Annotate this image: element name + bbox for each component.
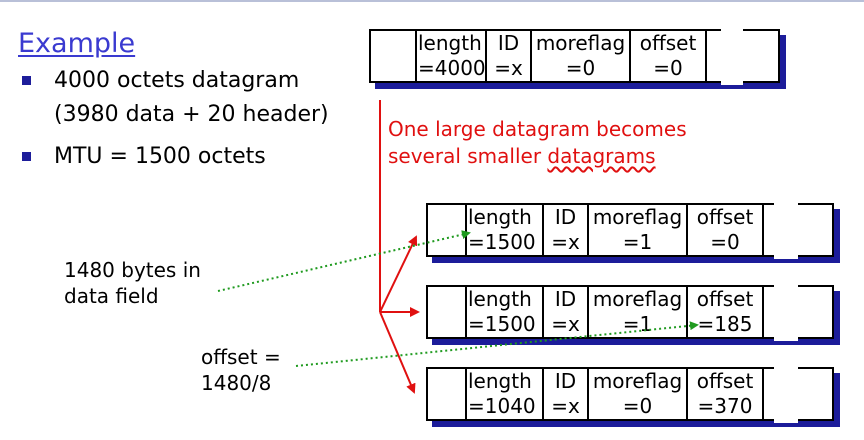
bullet-line: 4000 octets datagram <box>54 68 300 93</box>
field-label: moreflag <box>592 205 683 229</box>
bullet-line: (3980 data + 20 header) <box>54 102 329 127</box>
data-field-note: 1480 bytes in data field <box>64 257 201 309</box>
fragmentation-note-line2: several smaller datagrams <box>388 143 687 170</box>
data-field-note-line2: data field <box>64 284 159 308</box>
datagram-box: length=1500 ID=x moreflag=1 offset=185 <box>426 285 834 339</box>
bullet-marker <box>22 152 31 161</box>
box-gap <box>721 27 743 85</box>
field-label: moreflag <box>535 31 626 55</box>
field-label: ID <box>554 369 577 393</box>
box-gap <box>774 365 798 423</box>
box-gap <box>774 201 798 259</box>
moreflag-field: moreflag=1 <box>587 287 686 337</box>
field-value: =x <box>551 312 580 336</box>
field-label: ID <box>554 205 577 229</box>
field-label: offset <box>696 205 754 229</box>
offset-field: offset=185 <box>686 287 762 337</box>
field-label: moreflag <box>592 287 683 311</box>
length-field: length=1500 <box>465 287 542 337</box>
datagram-box: length=1500 ID=x moreflag=1 offset=0 <box>426 203 834 257</box>
bullet-line: MTU = 1500 octets <box>54 144 266 169</box>
field-label: length <box>418 31 482 55</box>
field-label: offset <box>639 31 697 55</box>
field-label: length <box>468 369 532 393</box>
field-value: =185 <box>697 312 753 336</box>
offset-note-line1: offset = <box>201 345 281 369</box>
fragmentation-note-text: several smaller <box>388 144 548 168</box>
split-arrow-fragment-3 <box>379 311 416 394</box>
field-label: length <box>468 205 532 229</box>
bullet-text-mtu: MTU = 1500 octets <box>54 140 266 174</box>
pointer-offset <box>295 321 699 367</box>
datagram-box: length=1040 ID=x moreflag=0 offset=370 <box>426 367 834 421</box>
offset-field: offset=370 <box>686 369 762 419</box>
field-value: =x <box>551 394 580 418</box>
field-value: =1500 <box>468 312 536 336</box>
id-field: ID=x <box>542 287 587 337</box>
fragment-datagram-3: length=1040 ID=x moreflag=0 offset=370 <box>426 365 840 427</box>
id-field: ID=x <box>542 205 587 255</box>
pointer-data-field <box>217 230 471 292</box>
id-field: ID=x <box>485 31 530 81</box>
data-field <box>762 369 834 419</box>
page-title: Example <box>18 28 136 59</box>
datagram-box: length=4000 ID=x moreflag=0 offset=0 <box>369 29 780 83</box>
fragment-datagram-1: length=1500 ID=x moreflag=1 offset=0 <box>426 201 840 263</box>
field-label: offset <box>696 287 754 311</box>
data-field <box>705 31 780 81</box>
data-field-note-line1: 1480 bytes in <box>64 258 201 282</box>
offset-field: offset=0 <box>686 205 762 255</box>
offset-note-line2: 1480/8 <box>201 371 272 395</box>
field-value: =1 <box>622 312 653 336</box>
field-value: =0 <box>653 56 683 80</box>
fragment-datagram-2: length=1500 ID=x moreflag=1 offset=185 <box>426 283 840 345</box>
field-value: =370 <box>697 394 753 418</box>
field-value: =1500 <box>468 230 536 254</box>
bullet-marker <box>22 76 31 85</box>
moreflag-field: moreflag=0 <box>587 369 686 419</box>
moreflag-field: moreflag=1 <box>587 205 686 255</box>
field-value: =x <box>494 56 523 80</box>
field-value: =1 <box>622 230 653 254</box>
moreflag-field: moreflag=0 <box>530 31 629 81</box>
original-datagram: length=4000 ID=x moreflag=0 offset=0 <box>369 27 786 89</box>
field-value: =0 <box>710 230 740 254</box>
field-value: =4000 <box>418 56 485 80</box>
bullet-text-datagram: 4000 octets datagram (3980 data + 20 hea… <box>54 64 329 132</box>
box-gap <box>774 283 798 341</box>
split-arrow-fragment-1 <box>379 235 418 313</box>
field-value: =x <box>551 230 580 254</box>
top-rule <box>0 0 864 2</box>
length-field: length=1040 <box>465 369 542 419</box>
length-field: length=1500 <box>465 205 542 255</box>
field-value: =0 <box>565 56 596 80</box>
field-label: ID <box>497 31 520 55</box>
data-field <box>762 205 834 255</box>
field-value: =1040 <box>468 394 536 418</box>
field-label: length <box>468 287 532 311</box>
offset-field: offset=0 <box>629 31 705 81</box>
fragmentation-note-line1: One large datagram becomes <box>388 117 687 141</box>
field-value: =0 <box>622 394 653 418</box>
length-field: length=4000 <box>415 31 485 81</box>
field-label: ID <box>554 287 577 311</box>
data-field <box>762 287 834 337</box>
fragmentation-note: One large datagram becomes several small… <box>388 116 687 170</box>
id-field: ID=x <box>542 369 587 419</box>
spellcheck-underlined-word: datagrams <box>547 144 656 168</box>
offset-note: offset = 1480/8 <box>201 344 281 396</box>
field-label: moreflag <box>592 369 683 393</box>
field-label: offset <box>696 369 754 393</box>
